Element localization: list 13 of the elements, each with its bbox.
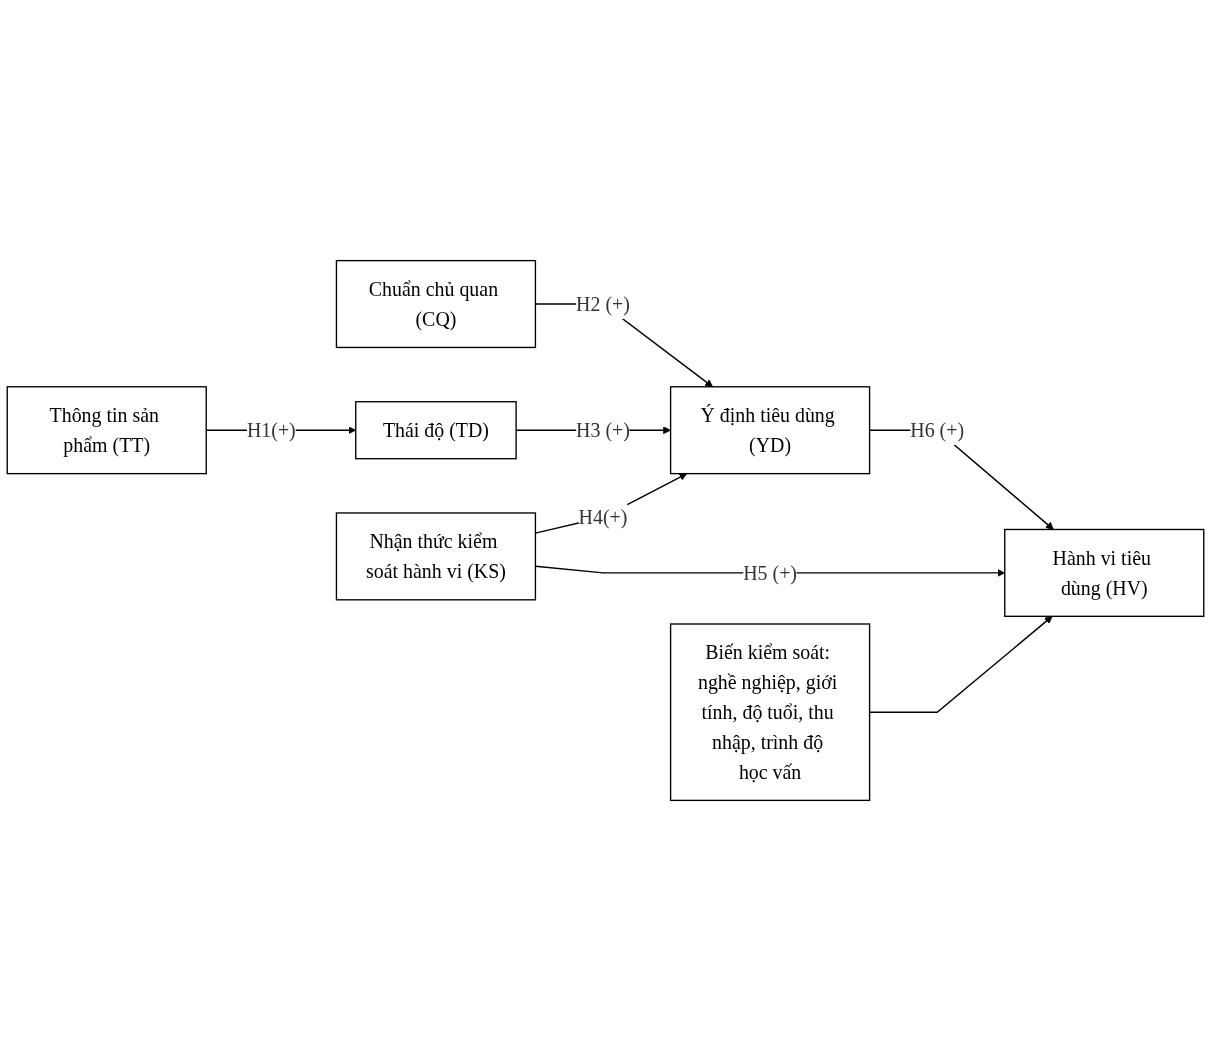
node-box: Nhận thức kiểm soát hành vi (KS) <box>335 512 537 601</box>
edge-label: H6 (+) <box>910 418 965 442</box>
node-box: Ý định tiêu dùng (YD) <box>669 386 871 475</box>
edge-label: H4(+) <box>578 505 628 529</box>
node-box: Biến kiểm soát: nghề nghiệp, giới tính, độ tuổi, thu nhập, trình độ học vấn <box>669 623 871 802</box>
edge-label: H3 (+) <box>576 418 630 442</box>
edge-label: H5 (+) <box>743 561 797 585</box>
edge-label: H2 (+) <box>576 292 630 316</box>
node-box: Thông tin sản phẩm (TT) <box>6 386 207 475</box>
node-box: Thái độ (TD) <box>355 401 517 460</box>
node-box: Hành vi tiêu dùng (HV) <box>1004 528 1205 617</box>
edge-label: H1(+) <box>246 418 296 442</box>
node-box: Chuẩn chủ quan (CQ) <box>335 259 537 349</box>
